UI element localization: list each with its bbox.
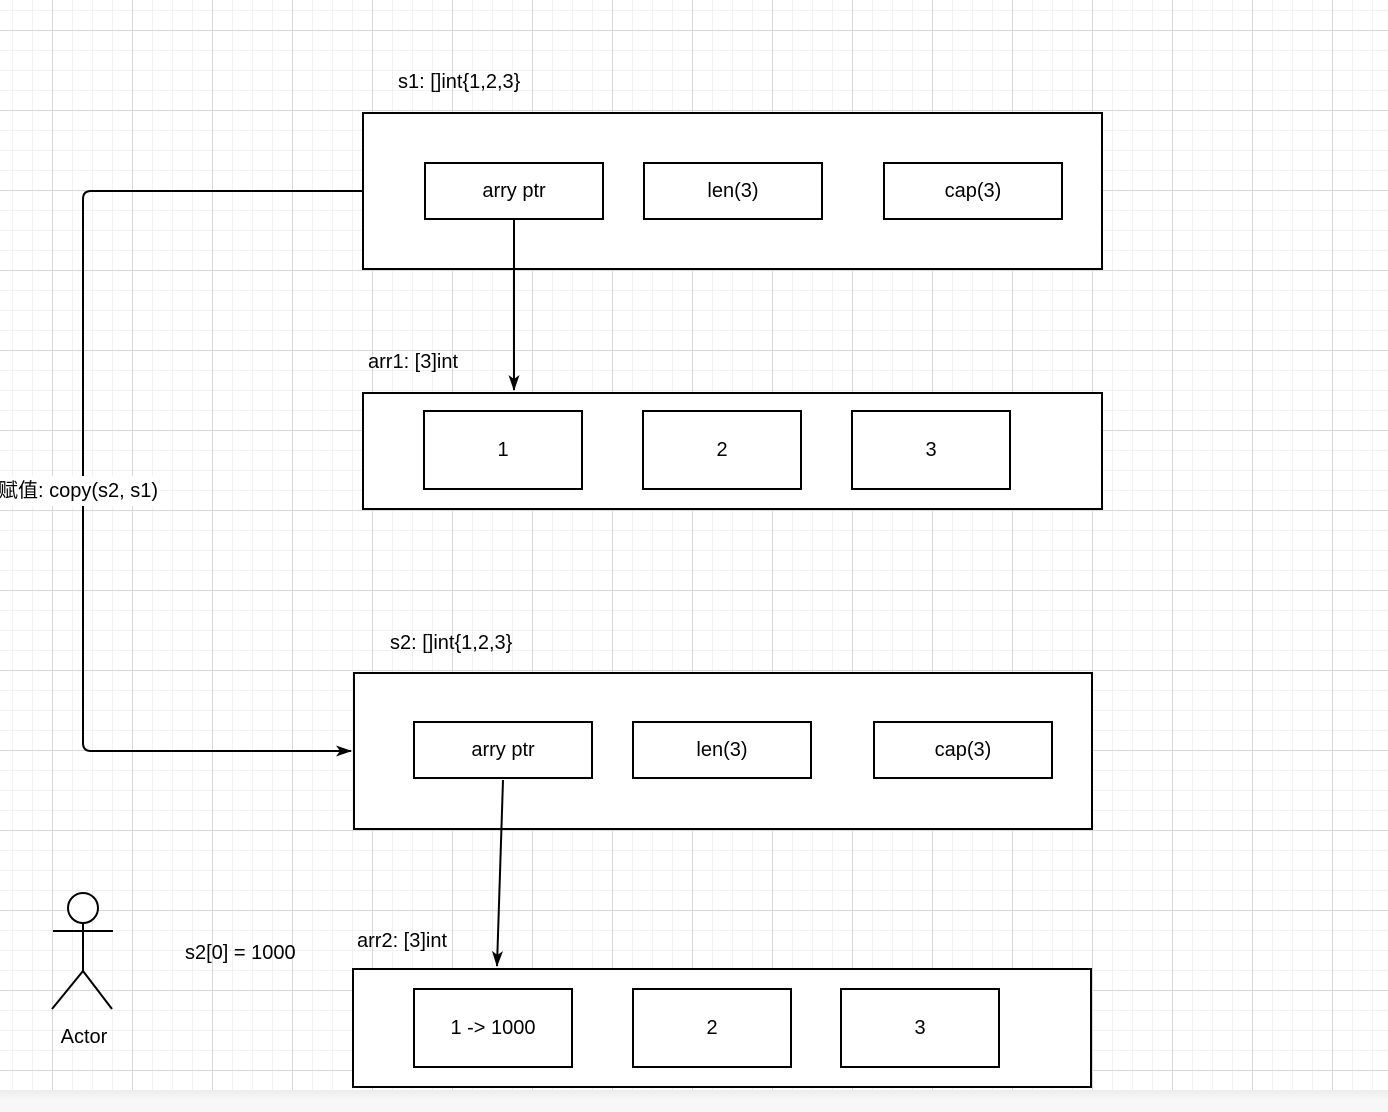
- arr1-cell-0[interactable]: 1: [423, 410, 583, 490]
- arr2-cell-2[interactable]: 3: [840, 988, 1000, 1068]
- s1-cell-len[interactable]: len(3): [643, 162, 823, 220]
- canvas-edge-band: [0, 1090, 1388, 1112]
- arr2-cell-0[interactable]: 1 -> 1000: [413, 988, 573, 1068]
- arr1-cell-1[interactable]: 2: [642, 410, 802, 490]
- s2-cell-arry-ptr[interactable]: arry ptr: [413, 721, 593, 779]
- s2-cell-len[interactable]: len(3): [632, 721, 812, 779]
- s1-label[interactable]: s1: []int{1,2,3}: [398, 71, 521, 93]
- s1-cell-arry-ptr[interactable]: arry ptr: [424, 162, 604, 220]
- actor-label[interactable]: Actor: [60, 1026, 108, 1048]
- s2-label[interactable]: s2: []int{1,2,3}: [390, 632, 513, 654]
- arr2-cell-1[interactable]: 2: [632, 988, 792, 1068]
- copy-edge-label[interactable]: 赋值: copy(s2, s1): [0, 476, 161, 506]
- assign-annotation[interactable]: s2[0] = 1000: [185, 942, 296, 964]
- s2-cell-cap[interactable]: cap(3): [873, 721, 1053, 779]
- edge-copy-s1-to-s2[interactable]: [82, 190, 362, 757]
- actor-figure-icon[interactable]: [40, 885, 130, 1015]
- arr1-label[interactable]: arr1: [3]int: [368, 351, 459, 373]
- s1-cell-cap[interactable]: cap(3): [883, 162, 1063, 220]
- arr1-cell-2[interactable]: 3: [851, 410, 1011, 490]
- arr2-label[interactable]: arr2: [3]int: [357, 930, 448, 952]
